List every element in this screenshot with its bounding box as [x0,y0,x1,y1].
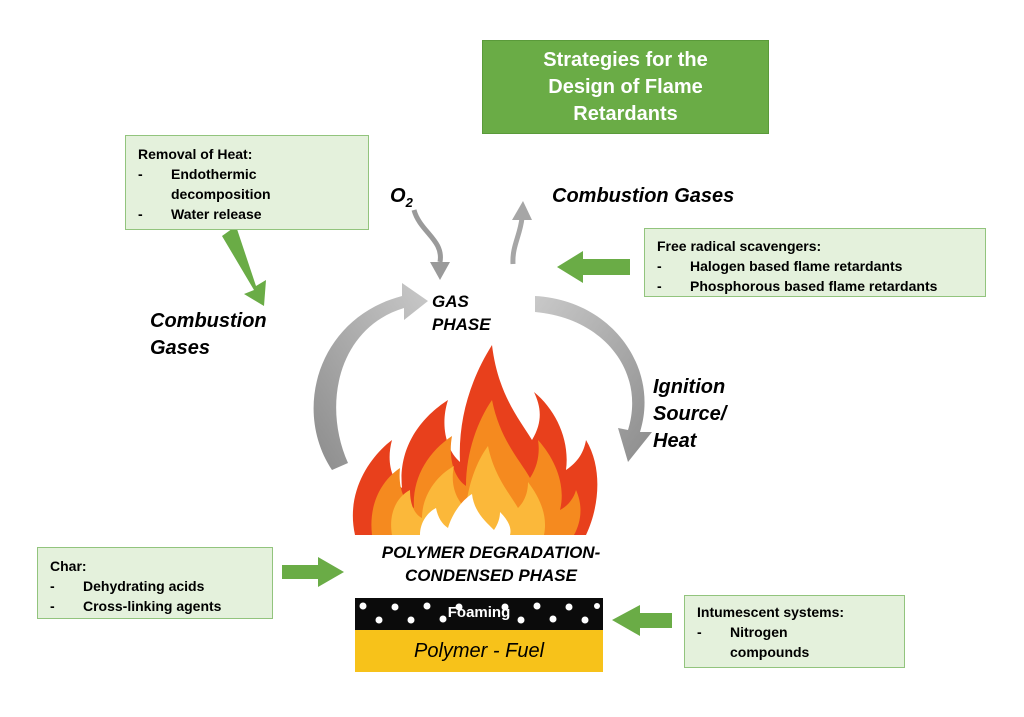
polymer-degradation-label: POLYMER DEGRADATION- CONDENSED PHASE [360,541,622,587]
intumescent-item-1-line-2: compounds [730,644,810,660]
title-line-3: Retardants [573,103,678,125]
polymer-fuel-block: Foaming Polymer - Fuel [355,598,603,672]
intumescent-heading: Intumescent systems: [697,604,845,620]
green-arrow-icon [222,226,672,636]
heat-removal-heading: Removal of Heat: [138,146,253,162]
title-box: Strategies for the Design of Flame Retar… [482,40,769,134]
list-item: - Water release [138,204,368,224]
list-item: - Halogen based flame retardants [657,256,985,276]
radical-heading: Free radical scavengers: [657,238,822,254]
ignition-line-1: Ignition [653,376,726,398]
cycle-arrow-right-icon [535,296,652,462]
title-line-1: Strategies for the [543,49,708,71]
char-heading: Char: [50,558,87,574]
intumescent-item-1-line-1: Nitrogen [730,624,788,640]
degradation-line-2: CONDENSED PHASE [405,566,577,585]
intumescent-box: Intumescent systems: - Nitrogen compound… [684,595,905,668]
ignition-line-3: Heat [653,430,697,452]
title-line-2: Design of Flame [548,76,703,98]
bullet-dash: - [657,278,662,294]
list-item: - Dehydrating acids [50,576,272,596]
ignition-line-2: Source/ [653,403,727,425]
ignition-source-label: Ignition Source/ Heat [653,374,726,455]
char-item-2: Cross-linking agents [83,598,222,614]
list-item: - Phosphorous based flame retardants [657,276,985,296]
combustion-left-line-1: Combustion [150,310,267,332]
foaming-layer [355,598,603,630]
o2-label: O2 [390,183,413,216]
char-item-1: Dehydrating acids [83,578,205,594]
list-item: - Endothermic [138,164,368,184]
gas-phase-line-1: GAS [432,292,469,311]
heat-item-1-line-1: Endothermic [171,166,257,182]
fuel-layer [355,630,603,672]
foaming-label: Foaming [447,604,511,621]
combustion-left-line-2: Gases [150,337,211,359]
combustion-gas-arrow-icon [510,201,532,265]
combustion-gases-top-label: Combustion Gases [552,185,735,207]
bullet-dash: - [697,624,702,640]
bullet-dash: - [50,598,55,614]
flame-icon [352,345,598,535]
cycle-arrow-left-icon [313,283,428,470]
radical-scavengers-box: Free radical scavengers: - Halogen based… [644,228,986,297]
list-item: - Nitrogen [697,622,904,642]
combustion-gases-left-label: Combustion Gases [150,308,267,362]
char-box: Char: - Dehydrating acids - Cross-linkin… [37,547,273,619]
bullet-dash: - [657,258,662,274]
gas-phase-label: GAS PHASE [432,290,491,336]
heat-item-2: Water release [171,206,262,222]
list-item: - Cross-linking agents [50,596,272,616]
gas-phase-line-2: PHASE [432,315,491,334]
radical-item-2: Phosphorous based flame retardants [690,278,938,294]
heat-item-1-line-2: decomposition [171,186,271,202]
degradation-line-1: POLYMER DEGRADATION- [381,543,601,562]
bullet-dash: - [138,206,143,222]
radical-item-1: Halogen based flame retardants [690,258,903,274]
o2-arrow-icon [411,209,450,280]
o2-subscript: 2 [405,195,413,210]
foam-bubbles [359,602,600,624]
o2-base: O [390,185,406,207]
polymer-fuel-label: Polymer - Fuel [413,640,545,662]
bullet-dash: - [138,166,143,182]
heat-removal-box: Removal of Heat: - Endothermic decomposi… [125,135,369,230]
bullet-dash: - [50,578,55,594]
